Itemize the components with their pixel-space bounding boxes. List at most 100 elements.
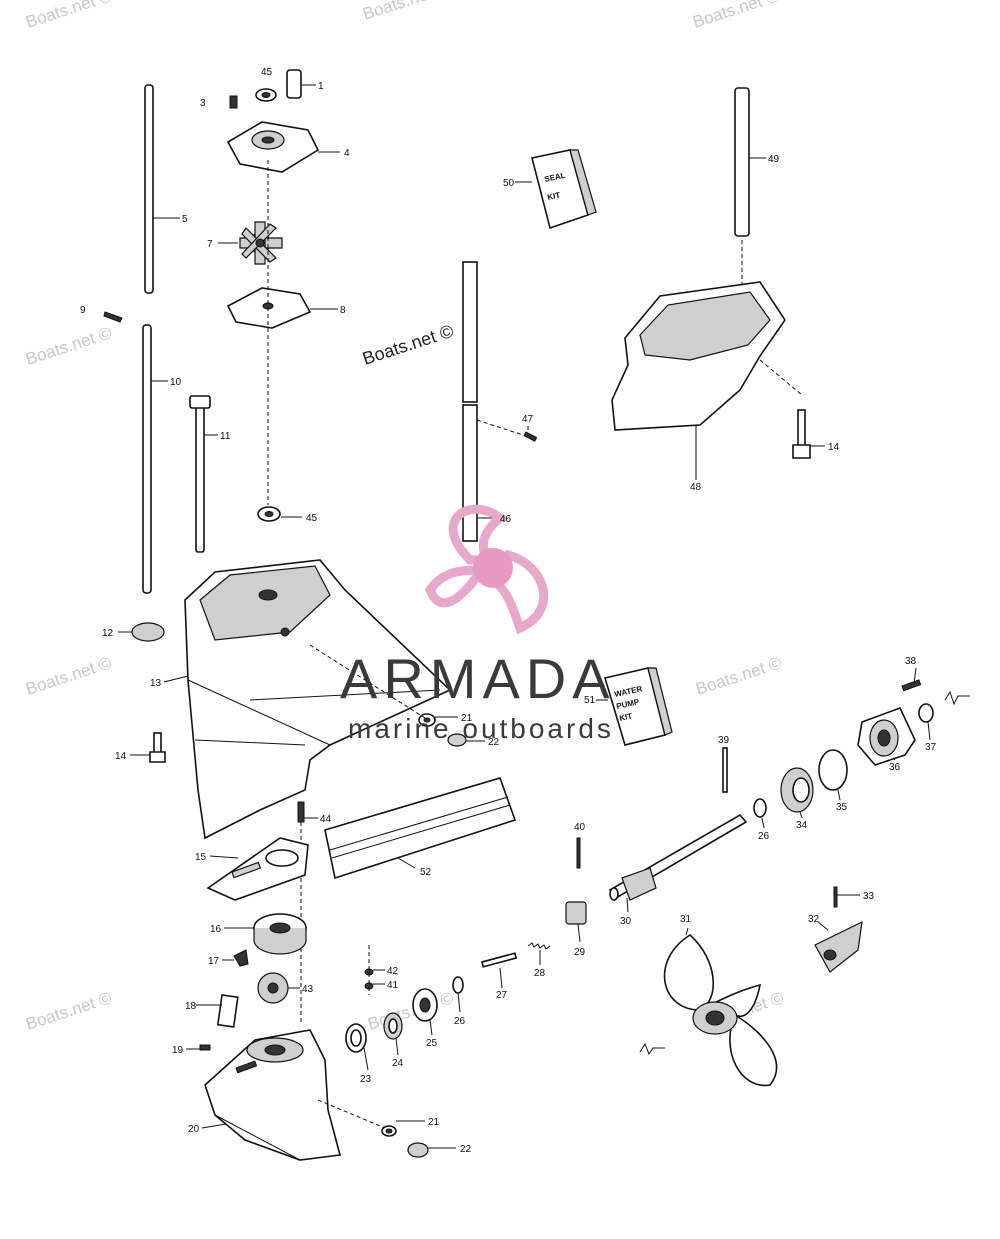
callout-label: 5 [182,214,188,225]
callout-label: 4 [344,148,350,159]
callout-label: 26 [454,1016,466,1027]
pin-part-47 [523,431,538,442]
callout-label: 41 [387,980,399,991]
callout-label: 3 [200,98,206,109]
callout-label: 24 [392,1058,404,1069]
ring-part-26-lower [452,976,464,994]
screw-part-3 [229,95,238,109]
exhaust-housing-part-48 [611,281,786,431]
callout-label: 27 [496,990,508,1001]
seal-kit-box-part-50: SEAL KIT [531,149,597,230]
water-pump-kit-label-3: KIT [619,711,634,723]
watermark: Boats.net © [693,653,784,699]
plug-part-22-upper [447,733,467,747]
seal-kit-label-2: KIT [547,190,562,202]
water-pump-kit-box-part-51: WATER PUMP KIT [603,667,673,746]
water-pump-group [103,69,340,505]
bolt-part-14-right [797,409,806,447]
brand-tagline: marine outboards [348,713,614,744]
propeller-logo-icon [424,504,549,635]
bolt-part-11 [195,399,205,553]
callout-label: 52 [420,867,432,878]
callout-label: 18 [185,1001,197,1012]
callout-label: 8 [340,305,346,316]
watermark: Boats.net © [23,323,114,369]
callout-label: 44 [320,814,332,825]
watermark: Boats.net © [360,0,451,24]
callout-label: 39 [718,735,730,746]
pin-part-40 [576,837,581,869]
stud-part-5 [144,84,154,294]
watermark: Boats.net © [365,988,456,1034]
bolt-part-14-left [153,732,162,754]
callout-labels: 1 45 3 4 5 7 8 9 10 11 45 12 13 14 21 22… [80,67,937,1155]
callout-label: 12 [102,628,114,639]
watermark-dark: Boats.net © [360,321,456,369]
callout-label: 11 [220,431,231,442]
impeller-part-7 [239,221,283,265]
callout-label: 22 [460,1144,472,1155]
forward-gear-part-34 [780,767,814,813]
watermark: Boats.net © [23,988,114,1034]
watermark: Boats.net © [23,0,114,32]
callout-label: 26 [758,831,770,842]
callout-label: 49 [768,154,780,165]
callout-label: 23 [360,1074,372,1085]
callout-label: 45 [306,513,318,524]
screw-part-44 [297,801,305,823]
callout-label: 43 [302,984,314,995]
callout-label: 34 [796,820,808,831]
callout-label: 48 [690,482,702,493]
callout-label: 1 [318,81,324,92]
shift-part-18 [216,994,239,1028]
o-ring-part-35 [818,749,848,791]
spring-part-28 [527,942,551,950]
callout-label: 13 [150,678,162,689]
washer-part-37 [918,703,934,723]
callout-label: 36 [889,762,901,773]
callout-label: 16 [210,924,222,935]
callout-label: 14 [115,751,127,762]
pin-part-39 [722,747,728,793]
pinion-gear-part-43 [257,972,289,1004]
callout-label: 46 [500,514,512,525]
pin-part-27 [481,952,518,968]
brand-name: ARMADA [340,647,616,710]
callout-label: 32 [808,914,820,925]
callout-label: 21 [461,713,473,724]
callout-label: 25 [426,1038,438,1049]
callout-label: 19 [172,1045,184,1056]
watermark: Boats.net © [23,653,114,699]
gearcase-part-13 [184,559,452,840]
decal-strip-part-52 [324,777,517,880]
watermarks: Boats.net © Boats.net © Boats.net © Boat… [23,0,786,1034]
callout-label: 35 [836,802,848,813]
lower-gearcase-part-20 [204,1029,342,1161]
callout-label: 29 [574,947,586,958]
screw-part-38 [901,679,922,692]
sleeve-part-1 [286,69,302,99]
callout-label: 28 [534,968,546,979]
callout-label: 37 [925,742,937,753]
callout-label: 10 [170,377,182,388]
ring-part-26-upper [753,798,767,818]
armada-logo: ARMADA marine outboards [340,504,616,744]
callout-label: 9 [80,305,86,316]
callout-label: 7 [207,239,213,250]
callout-label: 14 [828,442,840,453]
callout-label: 21 [428,1117,440,1128]
clip-part-17 [233,949,249,967]
clutch-part-29 [565,901,587,925]
callout-label: 45 [261,67,273,78]
driveshaft-part-46 [462,404,478,542]
bearing-carrier-part-36 [857,706,916,766]
callout-label: 40 [574,822,586,833]
seal-kit-label-1: SEAL [544,171,567,184]
callout-label: 42 [387,966,399,977]
callout-label: 22 [488,737,500,748]
driveshaft-upper [462,261,478,403]
plug-part-22-lower [407,1142,429,1158]
callout-label: 50 [503,178,515,189]
pin-part-19 [199,1044,211,1051]
callout-label: 20 [188,1124,200,1135]
